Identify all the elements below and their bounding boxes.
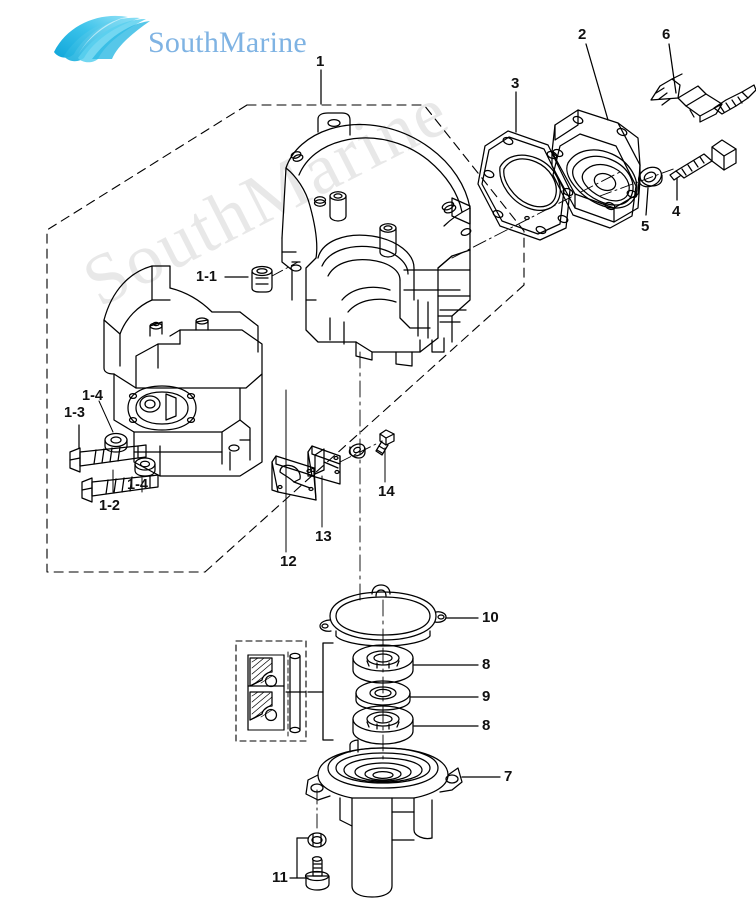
leader-6 (668, 43, 677, 94)
axis-14 (339, 443, 377, 463)
callout-1-4-lower: 1-4 (127, 477, 148, 493)
callout-2: 2 (578, 26, 587, 43)
axis-head (451, 171, 621, 259)
part-9-washer (355, 680, 411, 711)
callout-8-lower: 8 (482, 717, 491, 734)
callout-10: 10 (482, 609, 499, 626)
inset-seal-cross-section (235, 640, 307, 742)
part-1-1-dowel-bushing (251, 265, 273, 293)
callout-1-1: 1-1 (196, 269, 217, 285)
intake-port-face (127, 385, 197, 431)
part-6-spark-plug (650, 73, 756, 123)
callout-1-4-upper: 1-4 (82, 388, 103, 404)
callout-1: 1 (316, 53, 325, 70)
callout-7: 7 (504, 768, 513, 785)
part-14-screw (375, 429, 395, 456)
part-2-cylinder-head (551, 109, 641, 229)
callout-6: 6 (662, 26, 671, 43)
part-1-2-bolt (81, 474, 159, 503)
callout-12: 12 (280, 553, 297, 570)
callout-8-upper: 8 (482, 656, 491, 673)
callout-9: 9 (482, 688, 491, 705)
part-11-washer (307, 832, 327, 848)
callout-3: 3 (511, 75, 520, 92)
group-1-dashed-boundary (46, 104, 525, 573)
part-7-bearing-housing (305, 739, 463, 898)
part-11-screw (304, 856, 330, 891)
wave-swoosh-icon (54, 15, 150, 63)
part-10-gasket-ring (319, 584, 447, 647)
callout-4: 4 (672, 203, 681, 220)
brand-logo: SouthMarine (30, 8, 350, 66)
part-1-4-washer-lower (134, 457, 156, 477)
leader-5 (645, 187, 649, 216)
callout-5: 5 (641, 218, 650, 235)
callout-11: 11 (272, 869, 288, 886)
leader-1-4-upper (98, 400, 114, 433)
callout-1-3: 1-3 (64, 405, 85, 421)
part-1-4-washer-upper (104, 432, 128, 453)
callout-14: 14 (378, 483, 395, 500)
leader-2 (585, 43, 609, 121)
part-intake-manifold-cover (103, 265, 263, 477)
part-4-bolt (669, 139, 737, 181)
axis-1-1 (271, 261, 299, 277)
part-crankcase-cylinder-block (281, 112, 472, 367)
callout-13: 13 (315, 528, 332, 545)
callout-1-2: 1-2 (99, 498, 120, 514)
axis-bolt (599, 167, 677, 197)
bracket-seal-stack (322, 642, 334, 741)
brand-name: SouthMarine (148, 26, 307, 59)
part-3-cylinder-head-gasket (477, 130, 571, 241)
part-8-seal-upper (352, 644, 414, 684)
part-13-reed-valve (307, 445, 341, 485)
part-1-3-bolt (69, 444, 147, 473)
part-8-seal-lower (352, 705, 414, 745)
